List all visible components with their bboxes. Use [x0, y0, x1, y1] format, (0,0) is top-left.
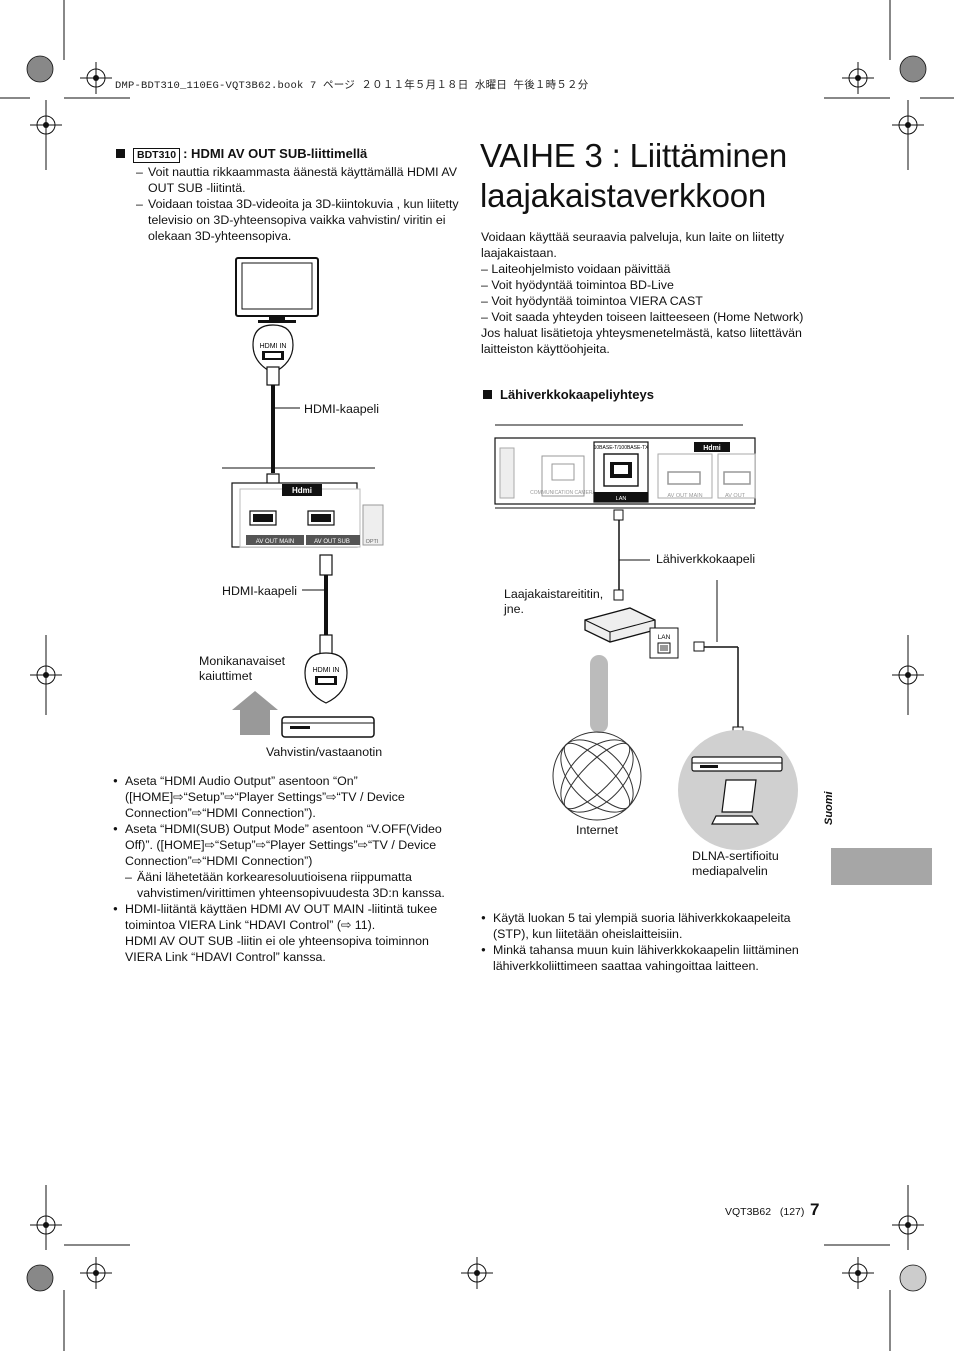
list-item: HDMI-liitäntä käyttäen HDMI AV OUT MAIN …	[113, 901, 456, 965]
lan-port-label: LAN	[616, 496, 627, 502]
hdmi-logo: Hdmi	[703, 445, 721, 452]
list-item: Käytä luokan 5 tai ylempiä suoria lähive…	[481, 910, 821, 942]
lan-notes-list: Käytä luokan 5 tai ylempiä suoria lähive…	[481, 910, 821, 974]
notes-list: Aseta “HDMI Audio Output” asentoon “On” …	[113, 773, 456, 965]
tv-icon	[235, 257, 319, 323]
comm-label: COMMUNICATION CAMERA	[530, 490, 596, 496]
list-item: Minkä tahansa muun kuin lähiverkkokaapel…	[481, 942, 821, 974]
internet-globe-icon	[552, 731, 642, 821]
hdmi-in-label-top: HDMI IN	[260, 343, 287, 350]
square-bullet-icon	[483, 390, 492, 399]
speakers-label: Monikanavaiset kaiuttimet	[199, 654, 286, 683]
list-item: Ääni lähetetään korkearesoluutioisena ri…	[125, 869, 456, 901]
list-item: Aseta “HDMI Audio Output” asentoon “On” …	[113, 773, 456, 821]
router-lan-label: LAN	[658, 634, 671, 641]
hdmi-connection-diagram: HDMI IN Hdmi AV OUT MAIN AV OUT SUB OPTI…	[222, 257, 384, 738]
section-hdmi-sub: BDT310: HDMI AV OUT SUB-liittimellä Voit…	[116, 146, 461, 244]
laptop-icon	[711, 779, 760, 825]
hdmi-cable-label-1: HDMI-kaapeli	[304, 402, 380, 416]
lan-connection-diagram: COMMUNICATION CAMERA 10BASE-T/100BASE-TX…	[494, 424, 798, 850]
router-label: Laajakaistareititin, jne.	[504, 587, 604, 616]
print-info-line: DMP-BDT310_110EG-VQT3B62.book 7 ページ ２０１１…	[115, 80, 589, 92]
port-main-label: AV OUT MAIN	[256, 539, 294, 545]
internet-label: Internet	[576, 823, 619, 837]
section-heading: BDT310: HDMI AV OUT SUB-liittimellä	[116, 146, 461, 163]
port-sub-label: AV OUT	[725, 493, 746, 499]
page-title: VAIHE 3 : Liittäminen laajakaistaverkkoo…	[480, 137, 787, 214]
intro-text: Voidaan käyttää seuraavia palveluja, kun…	[481, 230, 804, 356]
sub-list: Ääni lähetetään korkearesoluutioisena ri…	[125, 869, 456, 901]
hdmi-cable-label-2: HDMI-kaapeli	[222, 584, 298, 598]
language-tab	[831, 848, 932, 885]
lan-spec-label: 10BASE-T/100BASE-TX	[594, 445, 649, 451]
hdmi-logo: Hdmi	[292, 486, 312, 495]
list-item: Aseta “HDMI(SUB) Output Mode” asentoon “…	[113, 821, 456, 901]
receiver-label: Vahvistin/vastaanotin	[266, 745, 383, 759]
feature-list: Voit nauttia rikkaammasta äänestä käyttä…	[136, 164, 461, 244]
lan-cable-label: Lähiverkkokaapeli	[656, 552, 756, 566]
list-item: Voidaan toistaa 3D-videoita ja 3D-kiinto…	[136, 196, 461, 244]
port-sub-label: AV OUT SUB	[314, 539, 350, 545]
model-badge: BDT310	[133, 148, 181, 163]
hdmi-in-label-bottom: HDMI IN	[313, 667, 340, 674]
page-number: 7	[810, 1200, 820, 1219]
port-main-label: AV OUT MAIN	[667, 493, 702, 499]
footer-doc-code: VQT3B62 (127)	[725, 1206, 805, 1218]
list-item: Voit nauttia rikkaammasta äänestä käyttä…	[136, 164, 461, 196]
port-optical-label: OPTI	[366, 539, 379, 545]
section-title: : HDMI AV OUT SUB-liittimellä	[183, 146, 368, 161]
square-bullet-icon	[116, 149, 125, 158]
lan-section-heading: Lähiverkkokaapeliyhteys	[483, 387, 654, 402]
language-label: Suomi	[823, 791, 835, 825]
dlna-label: DLNA-sertifioitu mediapalvelin	[692, 849, 779, 878]
